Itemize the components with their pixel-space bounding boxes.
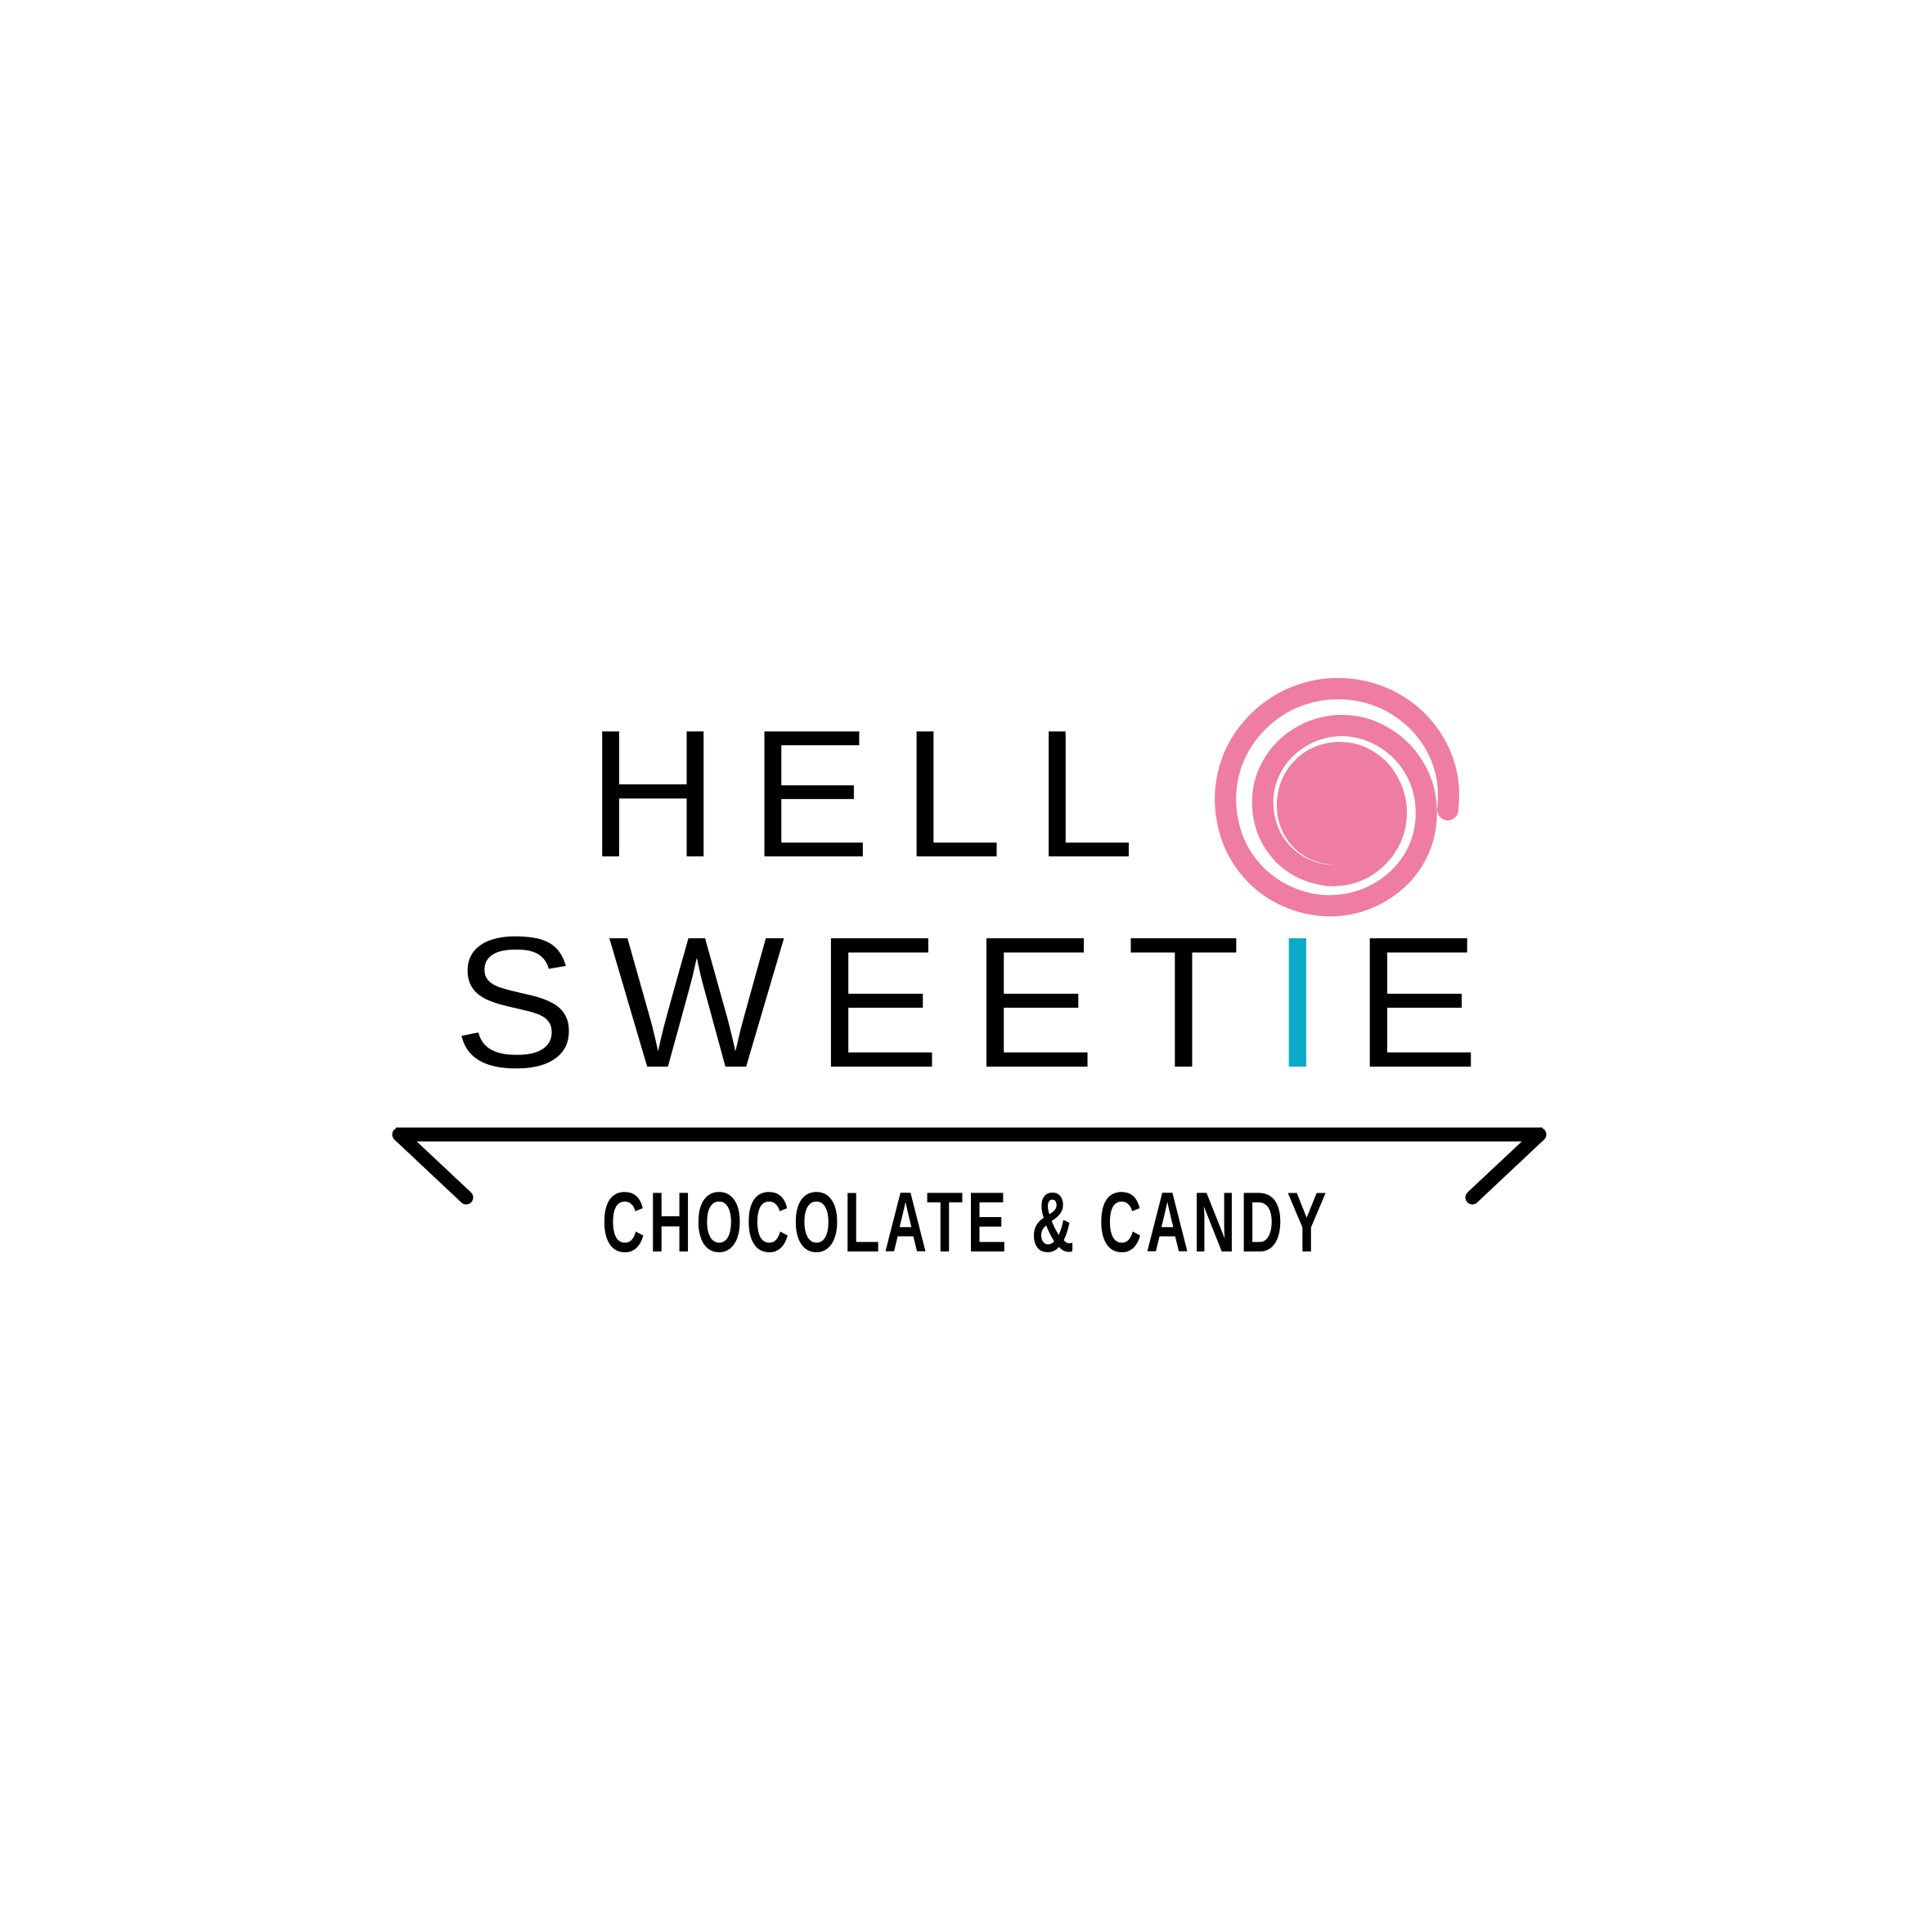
wordmark-sweetie-text: SWEETIE xyxy=(422,910,1510,1096)
tagline-text: CHOCOLATE & CANDY xyxy=(601,1175,1331,1270)
lollipop-spiral-icon xyxy=(1209,672,1459,918)
wordmark-e-part: E xyxy=(1354,899,1511,1107)
wordmark-line-1: HELL O xyxy=(0,677,1932,917)
wordmark-hell-text: HELL xyxy=(587,693,1166,896)
wordmark-sweet-part: SWEET xyxy=(452,899,1272,1107)
banner-rule xyxy=(384,1122,1554,1212)
wordmark-accent-letter-i: I xyxy=(1271,899,1355,1107)
bracket-left-icon xyxy=(392,1127,474,1205)
tagline-wrap: CHOCOLATE & CANDY xyxy=(0,1180,1932,1265)
wordmark-line-2: SWEETIE xyxy=(0,910,1932,1098)
bracket-right-icon xyxy=(1465,1127,1547,1205)
